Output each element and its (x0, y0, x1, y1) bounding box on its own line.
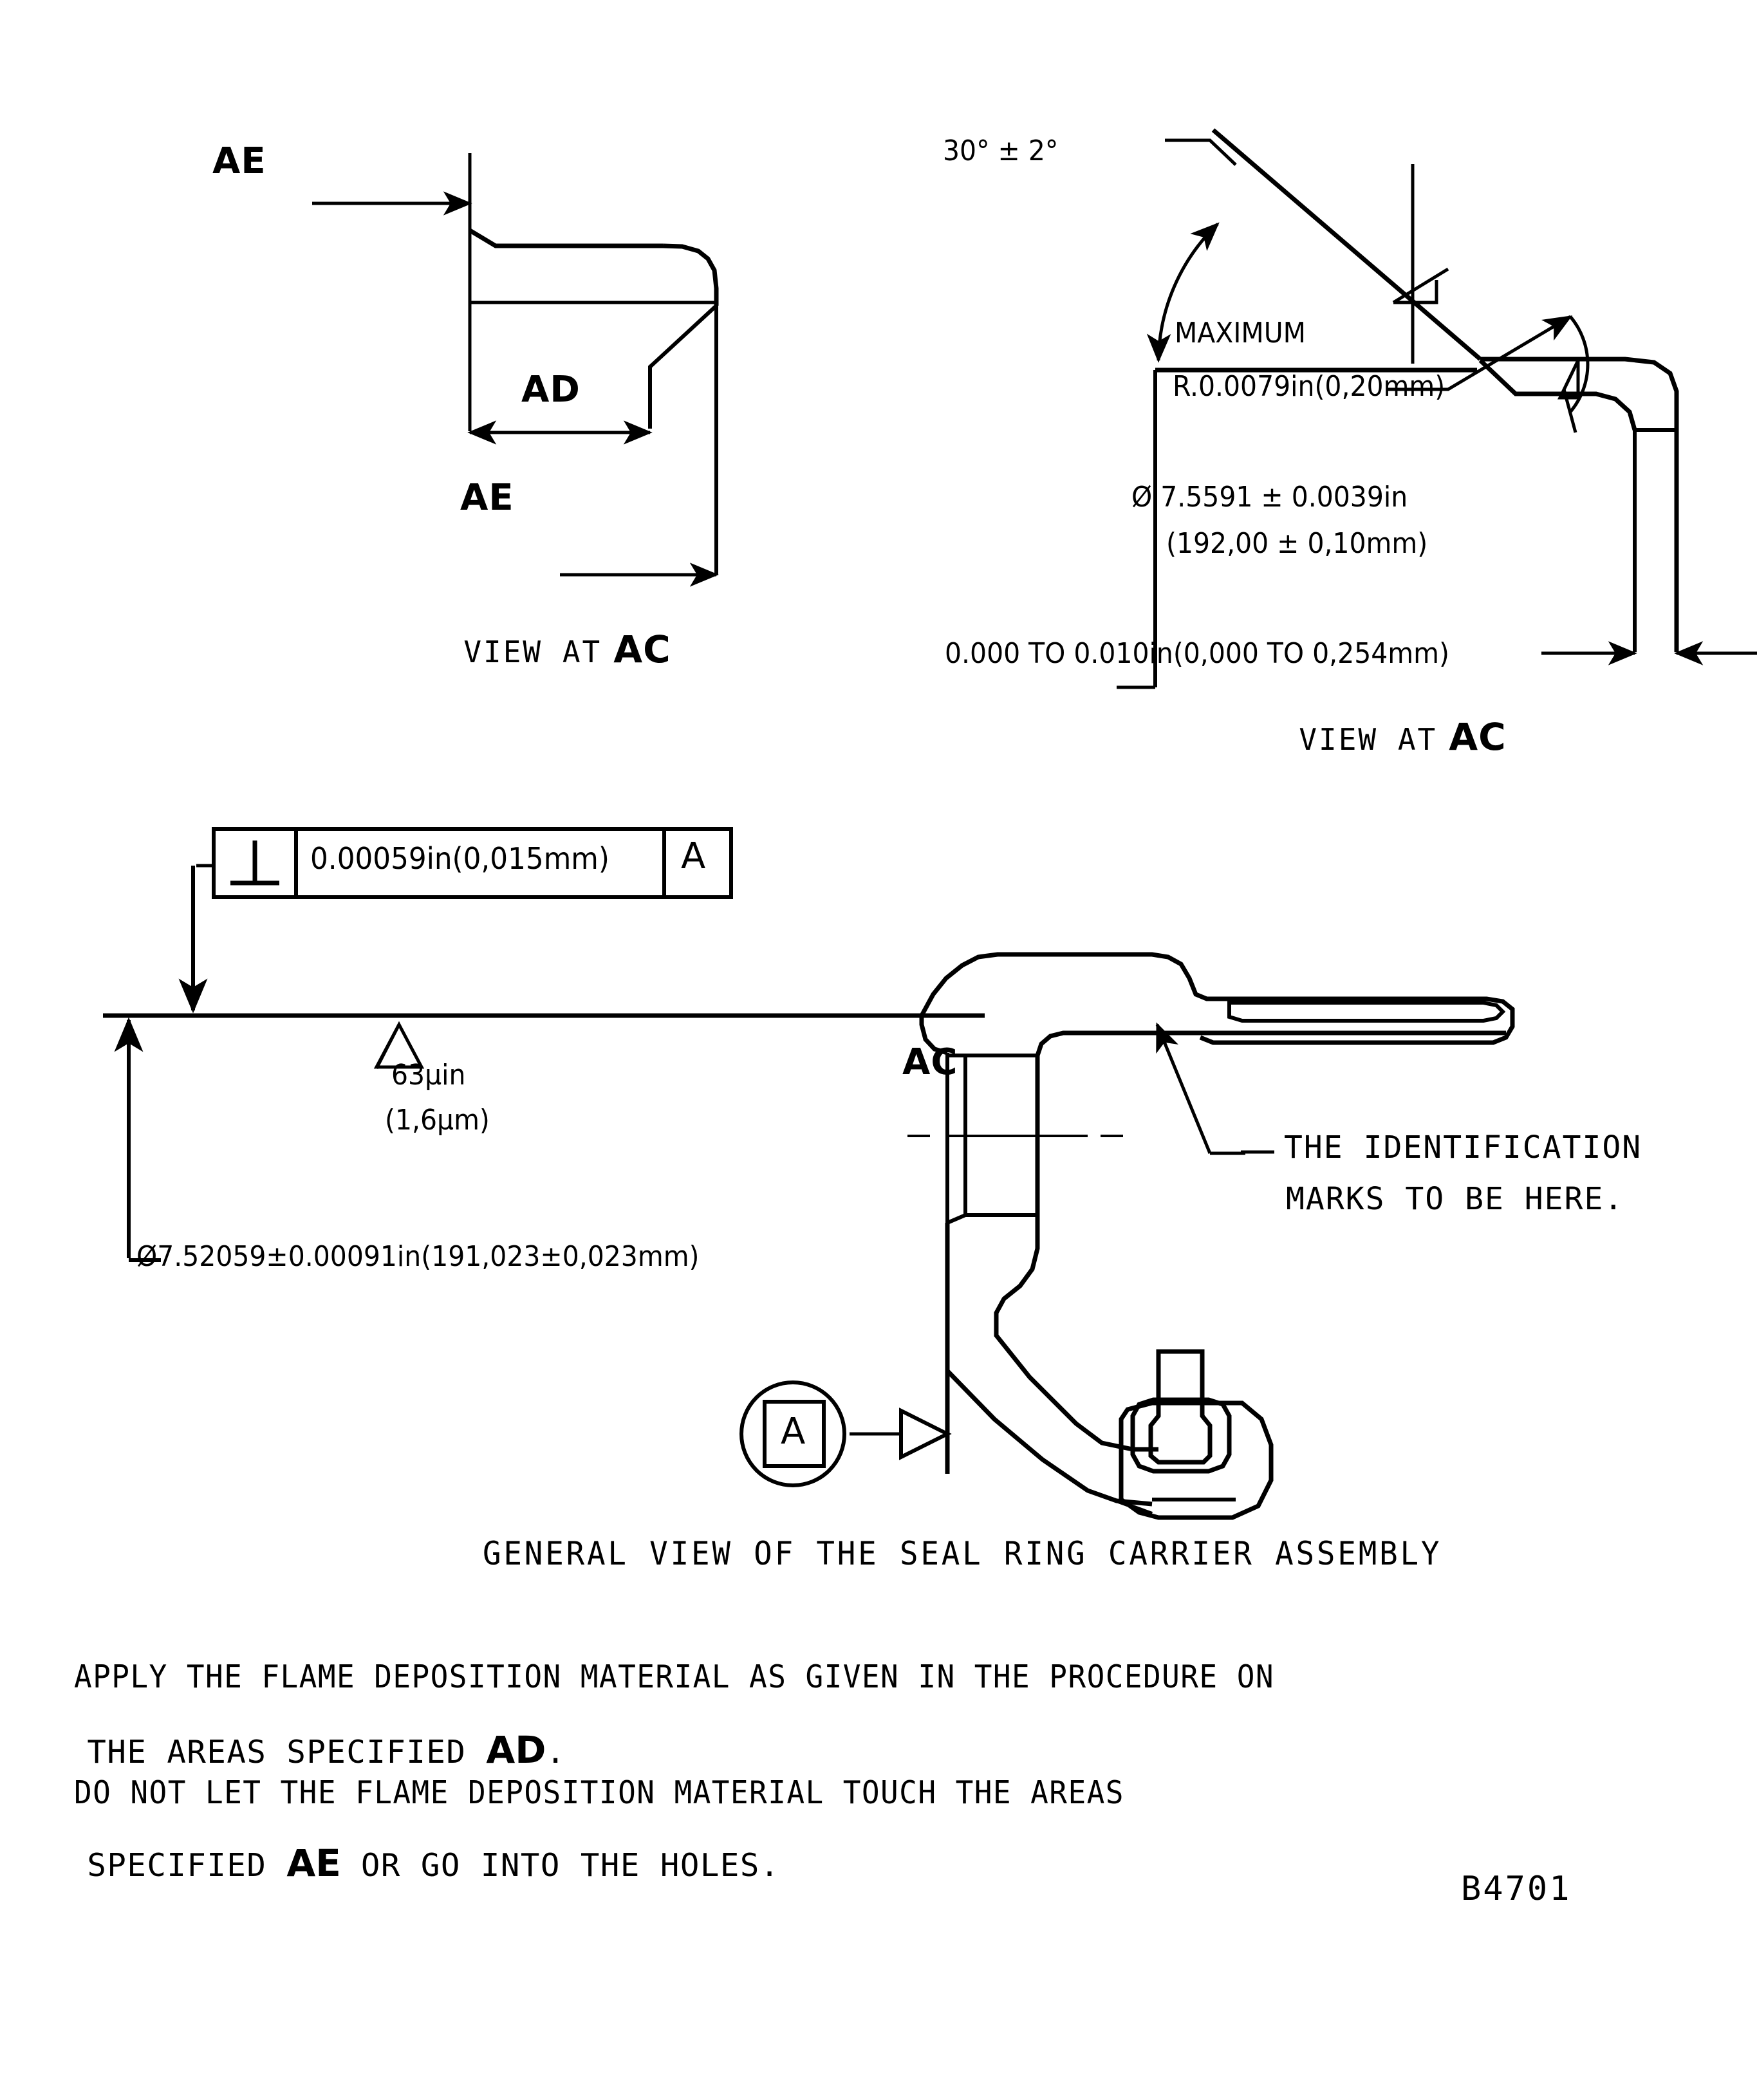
view-caption-prefix-right: VIEW AT (1299, 721, 1438, 757)
identification-note-line-2: MARKS TO BE HERE. (1286, 1181, 1624, 1217)
view-caption-zone: AC (613, 627, 671, 671)
note-line-2: THE AREAS SPECIFIED AD. (74, 1720, 566, 1780)
note-line-4-text-a: SPECIFIED (87, 1846, 287, 1884)
zone-label-ac-section: AC (902, 1041, 958, 1083)
fcf-datum-letter: A (681, 835, 706, 877)
surface-finish-value-micron: (1,6μm) (385, 1104, 490, 1137)
surface-finish-value-inch: 63μin (391, 1059, 466, 1092)
diameter-dimension-mm: (192,00 ± 0,10mm) (1166, 527, 1428, 560)
angle-dimension: 30° ± 2° (943, 135, 1059, 167)
view-ac-left-geometry (312, 153, 719, 587)
note-line-4-text-b: OR GO INTO THE HOLES. (340, 1846, 780, 1884)
feature-control-frame-box (212, 827, 733, 899)
main-diameter-dimension: Ø7.52059±0.00091in(191,023±0,023mm) (136, 1240, 700, 1273)
view-caption-prefix: VIEW AT (463, 634, 602, 669)
datum-reference-symbol (739, 1380, 846, 1487)
diameter-dimension-inch: Ø 7.5591 ± 0.0039in (1131, 481, 1408, 514)
view-caption-ac-right: VIEW AT AC (1286, 707, 1507, 767)
identification-note-line-1: THE IDENTIFICATION (1284, 1129, 1642, 1166)
offset-range-dimension: 0.000 TO 0.010in(0,000 TO 0,254mm) (945, 637, 1449, 670)
note-line-1: APPLY THE FLAME DEPOSITION MATERIAL AS G… (74, 1659, 1274, 1695)
note-line-4-zone: AE (286, 1841, 341, 1885)
view-caption-zone-right: AC (1449, 714, 1507, 759)
max-radius-value: R.0.0079in(0,20mm) (1173, 370, 1446, 403)
zone-label-ae-top: AE (212, 140, 266, 182)
max-radius-label: MAXIMUM (1175, 317, 1306, 349)
note-line-2-text-a: THE AREAS SPECIFIED (87, 1733, 487, 1770)
datum-feature-letter: A (781, 1411, 806, 1453)
note-line-3: DO NOT LET THE FLAME DEPOSITION MATERIAL… (74, 1774, 1124, 1811)
general-view-geometry (103, 864, 1515, 1520)
note-line-4: SPECIFIED AE OR GO INTO THE HOLES. (74, 1833, 780, 1893)
zone-label-ae-bottom: AE (460, 477, 514, 519)
note-line-2-zone: AD (486, 1727, 546, 1772)
zone-label-ad: AD (521, 369, 581, 411)
view-caption-ac-left: VIEW AT AC (451, 619, 671, 680)
drawing-number: B4701 (1461, 1870, 1572, 1908)
general-view-caption: GENERAL VIEW OF THE SEAL RING CARRIER AS… (483, 1535, 1442, 1572)
fcf-tolerance-value: 0.00059in(0,015mm) (310, 841, 609, 876)
view-ac-right-geometry (1117, 128, 1757, 689)
note-line-2-text-b: . (546, 1733, 566, 1770)
